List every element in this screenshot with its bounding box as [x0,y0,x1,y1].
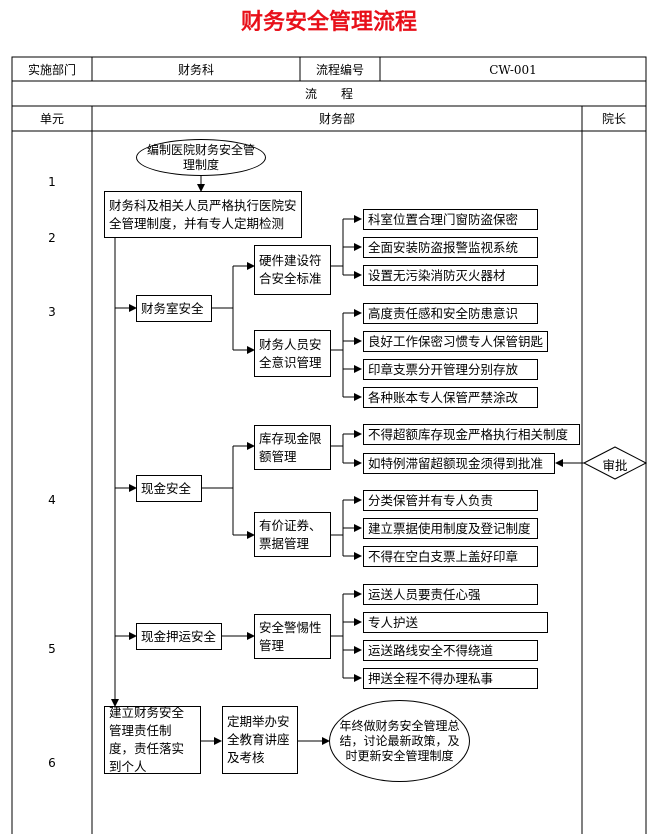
cash-item: 不得超额库存现金严格执行相关制度 [363,424,580,445]
escort-item: 运送人员要责任心强 [363,584,538,605]
col-finance-header: 财务部 [318,112,355,126]
escort-item: 运送路线安全不得绕道 [363,640,538,661]
securities-node: 有价证券、票据管理 [254,512,331,557]
hw-item: 设置无污染消防灭火器材 [363,265,538,286]
hw-item: 科室位置合理门窗防盗保密 [363,209,538,230]
training-node: 定期举办安全教育讲座及考核 [222,706,298,774]
sec-item: 分类保管并有专人负责 [363,490,538,511]
unit-number: 4 [48,493,56,507]
staff-item: 良好工作保密习惯专人保管钥匙 [363,331,548,352]
sec-item: 建立票据使用制度及登记制度 [363,518,538,539]
process-label: 流 程 [304,87,353,101]
staff-item: 印章支票分开管理分别存放 [363,359,538,380]
execute-node: 财务科及相关人员严格执行医院安全管理制度，并有专人定期检测 [104,191,302,238]
start-node: 编制医院财务安全管理制度 [136,139,266,176]
cash-safety-node: 现金安全 [136,475,202,502]
vigilance-node: 安全警惕性管理 [254,614,331,659]
code-value: CW-001 [489,62,537,77]
approve-label: 审批 [602,458,628,473]
responsibility-node: 建立财务安全管理责任制度，责任落实到个人 [104,705,201,774]
escort-item: 专人护送 [363,612,548,633]
escort-item: 押送全程不得办理私事 [363,668,538,689]
unit-number: 5 [48,642,56,656]
staff-item: 各种账本专人保管严禁涂改 [363,387,538,408]
staff-awareness-node: 财务人员安全意识管理 [254,330,331,377]
unit-number: 3 [48,305,56,319]
col-president-header: 院长 [601,112,626,126]
dept-label: 实施部门 [27,62,76,77]
sec-item: 不得在空白支票上盖好印章 [363,546,538,567]
office-safety-node: 财务室安全 [136,295,212,322]
hw-item: 全面安装防盗报警监视系统 [363,237,538,258]
unit-number: 1 [48,175,56,189]
escort-safety-node: 现金押运安全 [136,623,222,650]
dept-value: 财务科 [177,62,214,77]
hardware-node: 硬件建设符合安全标准 [254,245,331,295]
code-label: 流程编号 [315,62,364,77]
unit-number: 2 [48,231,56,245]
summary-node: 年终做财务安全管理总结，讨论最新政策，及时更新安全管理制度 [329,700,470,782]
cash-item: 如特例滞留超额现金须得到批准 [363,453,555,474]
unit-number: 6 [48,756,56,770]
staff-item: 高度责任感和安全防患意识 [363,303,538,324]
cash-limit-node: 库存现金限额管理 [254,425,331,470]
col-unit-header: 单元 [39,112,64,126]
page-title: 财务安全管理流程 [240,9,417,35]
